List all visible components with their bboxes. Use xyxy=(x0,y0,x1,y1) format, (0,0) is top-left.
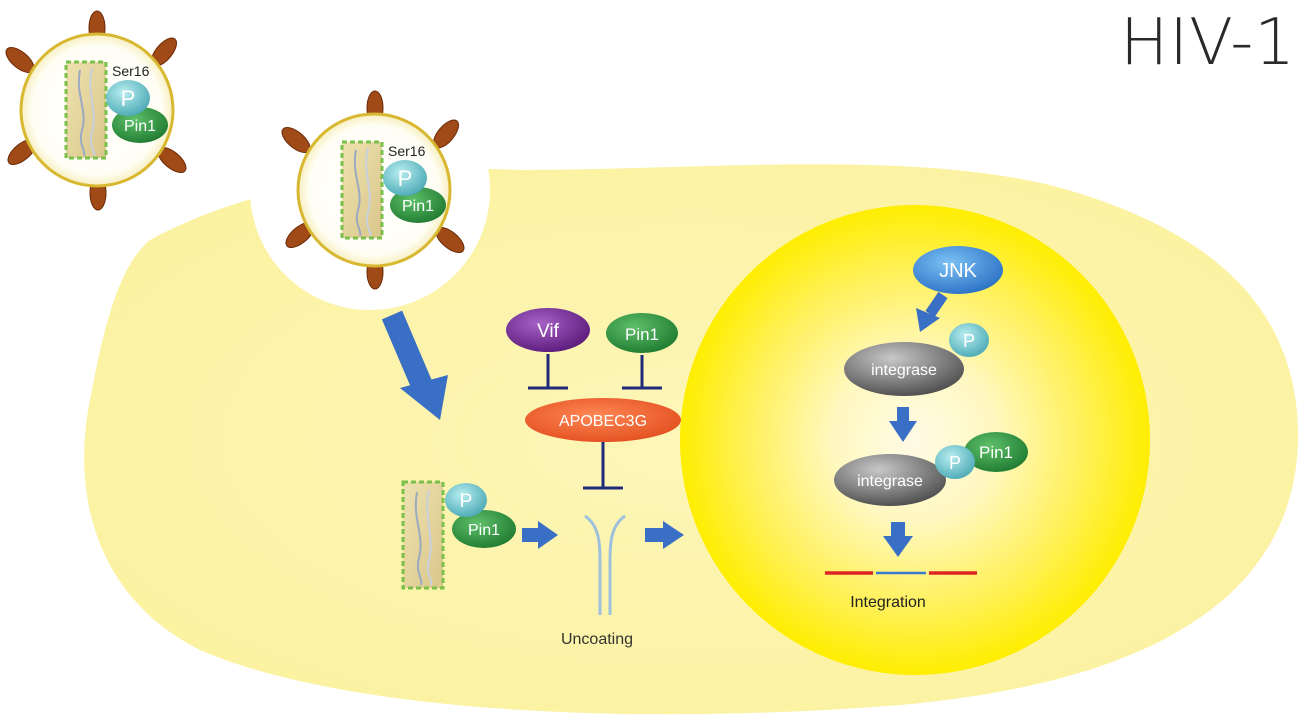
jnk-kinase xyxy=(913,246,1003,294)
vif-label: Vif xyxy=(537,321,560,342)
apobec3g-label: APOBEC3G xyxy=(559,413,647,430)
virion1-ser-label: Ser16 xyxy=(112,63,150,79)
rna-strand xyxy=(353,149,362,237)
apobec3g-protein xyxy=(525,398,681,442)
integration-label: Integration xyxy=(850,594,926,611)
arrow-jnk-to-integrase xyxy=(916,291,948,332)
phospho-p xyxy=(106,80,150,116)
capsid-pin1-label: Pin1 xyxy=(468,522,500,539)
rna-strand xyxy=(414,491,423,586)
phospho-p xyxy=(383,160,427,196)
pin1-cyto-label: Pin1 xyxy=(625,325,659,344)
pin1-protein-nuc xyxy=(964,432,1028,472)
arrow-to-uncoating xyxy=(522,521,558,549)
integrase1-label: integrase xyxy=(871,362,937,379)
phospho-p xyxy=(949,323,989,357)
rna-strand xyxy=(365,147,372,237)
phospho-p xyxy=(935,445,975,479)
arrow-to-nucleus xyxy=(645,521,684,549)
pin1-protein-cyto xyxy=(606,313,678,353)
pin1-protein xyxy=(390,187,446,223)
phospho-p xyxy=(445,483,487,517)
uncoating-label: Uncoating xyxy=(561,631,633,648)
arrow-to-integration xyxy=(883,522,913,557)
virion2-p-label: P xyxy=(398,166,413,191)
integrase2-label: integrase xyxy=(857,473,923,490)
cytoplasm-capsid xyxy=(401,480,516,590)
nucleus xyxy=(680,205,1150,675)
rna-strand xyxy=(426,489,433,586)
capsid xyxy=(340,140,384,240)
vif-protein xyxy=(506,308,590,352)
capsid xyxy=(64,60,108,160)
rna-strand xyxy=(89,67,96,157)
virion2-ser-label: Ser16 xyxy=(388,143,426,159)
entry-arrow xyxy=(381,310,448,420)
virion1-pin1-label: Pin1 xyxy=(124,118,156,135)
p2-label: P xyxy=(949,453,961,473)
diagram-title: HIV-1 xyxy=(1120,6,1296,80)
virion1-p-label: P xyxy=(121,86,136,111)
virion-entering xyxy=(281,90,465,290)
arrow-integrase-down xyxy=(889,407,917,442)
pin1-protein xyxy=(112,107,168,143)
integrase-protein xyxy=(844,342,964,396)
uncoating-shape xyxy=(584,514,626,615)
capsid xyxy=(401,480,445,590)
inhibition-bars xyxy=(528,354,662,490)
pin1-nuc-label: Pin1 xyxy=(979,443,1013,462)
pin1-protein xyxy=(452,510,516,548)
jnk-label: JNK xyxy=(939,260,977,282)
virion2-pin1-label: Pin1 xyxy=(402,198,434,215)
capsid-p-label: P xyxy=(460,491,473,512)
p1-label: P xyxy=(963,331,975,351)
integrase-protein xyxy=(834,454,946,506)
virion-outside xyxy=(5,10,187,211)
rna-strand xyxy=(77,69,86,157)
